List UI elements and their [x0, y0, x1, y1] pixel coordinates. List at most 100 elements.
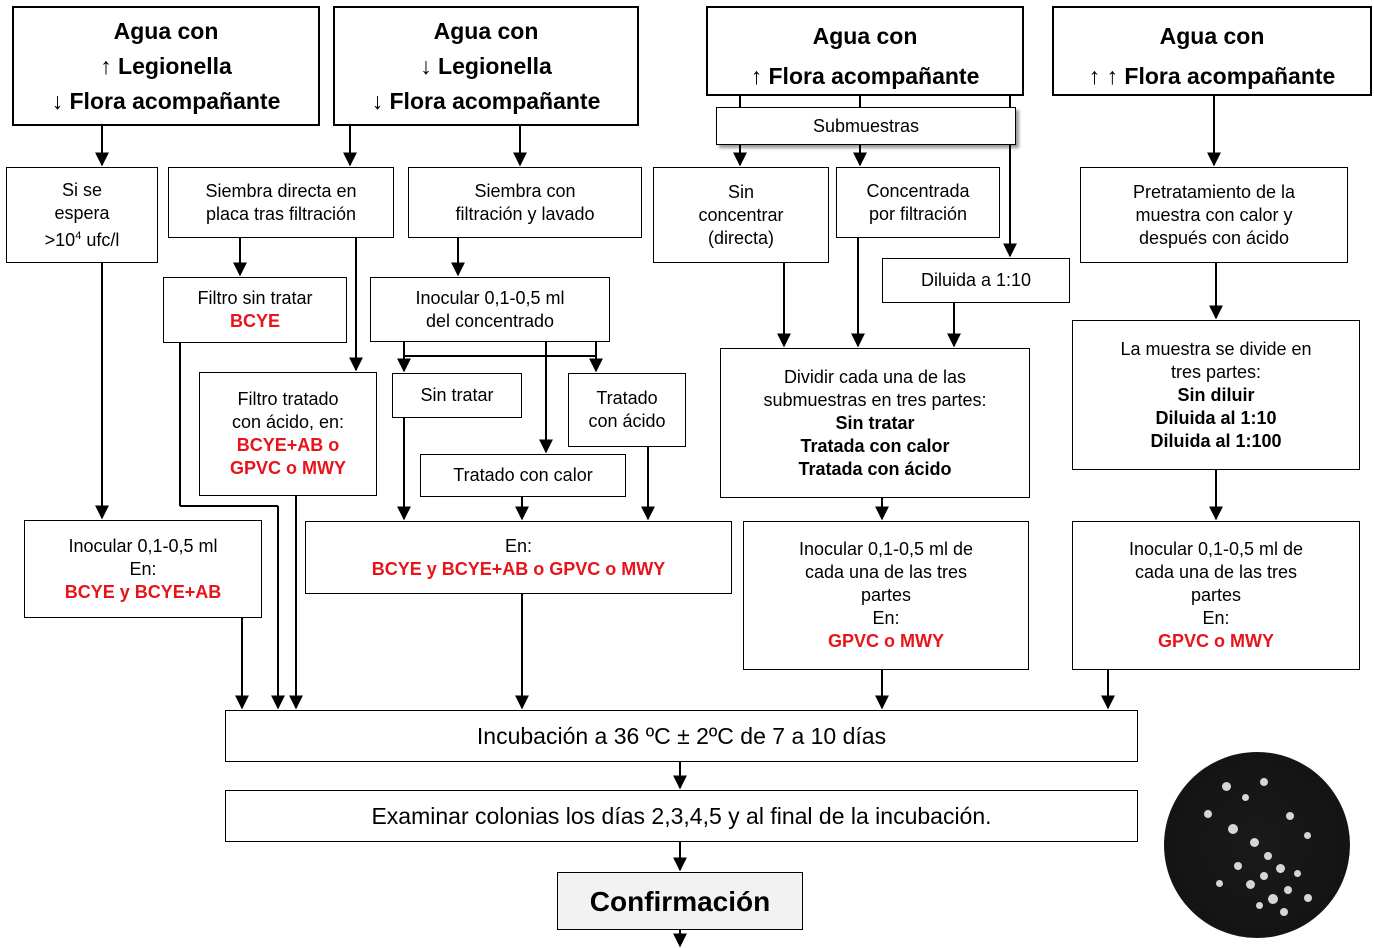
direct-seed-box: Siembra directa en placa tras filtración	[168, 167, 394, 238]
header-very-high-flora: Agua con ↑ ↑ Flora acompañante	[1052, 6, 1372, 96]
heat-label: Tratado con calor	[453, 465, 593, 485]
inoculate-line: Inocular 0,1-0,5 ml de	[1128, 539, 1304, 559]
inoculate-line: Inocular 0,1-0,5 ml	[68, 535, 218, 556]
colony	[1276, 864, 1285, 873]
colony	[1246, 880, 1255, 889]
concentrated-box: Concentrada por filtración	[836, 167, 1000, 238]
header-line: ↓ Flora acompañante	[371, 87, 601, 114]
examine-label: Examinar colonias los días 2,3,4,5 y al …	[371, 802, 992, 829]
part-line: Sin diluir	[1177, 384, 1255, 405]
petri-dish-image	[1164, 752, 1350, 938]
colony	[1228, 824, 1238, 834]
part-line: Diluida al 1:100	[1150, 430, 1282, 451]
header-line: Agua con	[1159, 23, 1265, 49]
inoculate-line: cada una de las tres	[804, 562, 968, 582]
expect-line: espera	[54, 202, 110, 223]
media-label: GPVC o MWY	[1158, 631, 1274, 651]
inoculate-line: del concentrado	[425, 310, 555, 331]
colony	[1204, 810, 1212, 818]
no-concentrate-box: Sin concentrar (directa)	[653, 167, 829, 263]
wash-line: filtración y lavado	[455, 203, 595, 224]
colony	[1304, 832, 1311, 839]
colony	[1256, 902, 1263, 909]
colony	[1242, 794, 1249, 801]
header-line: ↓ Legionella	[420, 52, 552, 79]
divide-line: Dividir cada una de las	[783, 366, 967, 387]
inoculate-line: Inocular 0,1-0,5 ml	[415, 287, 565, 308]
divide-line: La muestra se divide en	[1120, 338, 1312, 359]
submuestras-label: Submuestras	[812, 115, 920, 136]
col1-inoculate-box: Inocular 0,1-0,5 ml En: BCYE y BCYE+AB	[24, 520, 262, 618]
header-high-flora: Agua con ↑ Flora acompañante	[706, 6, 1024, 96]
conc-line: Concentrada	[866, 180, 970, 201]
media-label: GPVC o MWY	[828, 631, 944, 651]
sample-divide-box: La muestra se divide en tres partes: Sin…	[1072, 320, 1360, 470]
acid-line: Tratado	[596, 388, 658, 408]
direct-line: Siembra directa en	[205, 180, 357, 201]
part-line: Tratada con ácido	[798, 458, 952, 479]
col4-inoculate-box: Inocular 0,1-0,5 ml de cada una de las t…	[743, 521, 1029, 670]
header-line: Agua con	[812, 23, 918, 49]
divide-line: tres partes:	[1170, 361, 1262, 382]
header-line: Agua con	[113, 17, 219, 44]
colony	[1260, 872, 1268, 880]
acid-media-line: BCYE+AB o	[236, 435, 340, 455]
untreated-filter-label: Filtro sin tratar	[197, 288, 313, 308]
acid-media-line: GPVC o MWY	[230, 458, 346, 478]
inoculate-line: Inocular 0,1-0,5 ml de	[798, 539, 974, 559]
inoculate-line: partes	[1190, 585, 1242, 605]
acid-filter-box: Filtro tratado con ácido, en: BCYE+AB o …	[199, 372, 377, 496]
pretreat-line: muestra con calor y	[1135, 204, 1293, 225]
col3-untreated-box: Sin tratar	[392, 373, 522, 418]
header-line: ↑ ↑ Flora acompañante	[1088, 63, 1336, 89]
untreated-media-label: BCYE	[229, 311, 280, 331]
header-high-legionella: Agua con ↑ Legionella ↓ Flora acompañant…	[12, 6, 320, 126]
part-line: Tratada con calor	[800, 435, 950, 456]
inoculate-line: En:	[1202, 608, 1230, 628]
header-line: ↑ Flora acompañante	[750, 63, 980, 89]
noconc-line: (directa)	[707, 227, 774, 248]
acid-line: con ácido	[588, 411, 666, 431]
header-line: ↑ Legionella	[100, 52, 232, 79]
colony	[1260, 778, 1268, 786]
header-line: ↓ Flora acompañante	[51, 87, 281, 114]
in-label: En:	[504, 535, 533, 556]
col3-acid-box: Tratado con ácido	[568, 373, 686, 447]
expect-line: >104 ufc/l	[44, 229, 120, 250]
conc-line: por filtración	[868, 203, 968, 224]
pretreat-line: Pretratamiento de la	[1132, 181, 1296, 202]
incubation-label: Incubación a 36 ºC ± 2ºC de 7 a 10 días	[476, 722, 887, 749]
colony	[1234, 862, 1242, 870]
colony	[1268, 894, 1278, 904]
colony	[1286, 812, 1294, 820]
incubation-box: Incubación a 36 ºC ± 2ºC de 7 a 10 días	[225, 710, 1138, 762]
col5-inoculate-box: Inocular 0,1-0,5 ml de cada una de las t…	[1072, 521, 1360, 670]
colony	[1222, 782, 1231, 791]
inoculate-line: partes	[860, 585, 912, 605]
pretreat-line: después con ácido	[1138, 227, 1290, 248]
diluted-box: Diluida a 1:10	[882, 258, 1070, 303]
untreated-filter-box: Filtro sin tratar BCYE	[163, 277, 347, 343]
header-line: Agua con	[433, 17, 539, 44]
expect-box: Si se espera >104 ufc/l	[6, 167, 158, 263]
pretreatment-box: Pretratamiento de la muestra con calor y…	[1080, 167, 1348, 263]
col3-inoculate-box: Inocular 0,1-0,5 ml del concentrado	[370, 277, 610, 342]
colony	[1250, 838, 1259, 847]
header-low-legionella: Agua con ↓ Legionella ↓ Flora acompañant…	[333, 6, 639, 126]
media-label: BCYE y BCYE+AB	[64, 581, 222, 602]
colony	[1294, 870, 1301, 877]
acid-filter-line: con ácido, en:	[231, 412, 345, 432]
expect-line: Si se	[61, 179, 103, 200]
noconc-line: Sin	[727, 181, 754, 202]
noconc-line: concentrar	[698, 204, 784, 225]
col3-heat-box: Tratado con calor	[420, 454, 626, 497]
wash-line: Siembra con	[474, 180, 576, 201]
untreated-label: Sin tratar	[420, 385, 494, 405]
submuestras-box: Submuestras	[716, 107, 1016, 145]
col3-media-box: En: BCYE y BCYE+AB o GPVC o MWY	[305, 521, 732, 594]
confirmation-box: Confirmación	[557, 872, 803, 930]
divide-box: Dividir cada una de las submuestras en t…	[720, 348, 1030, 498]
inoculate-line: cada una de las tres	[1134, 562, 1298, 582]
media-label: BCYE y BCYE+AB o GPVC o MWY	[371, 558, 666, 579]
